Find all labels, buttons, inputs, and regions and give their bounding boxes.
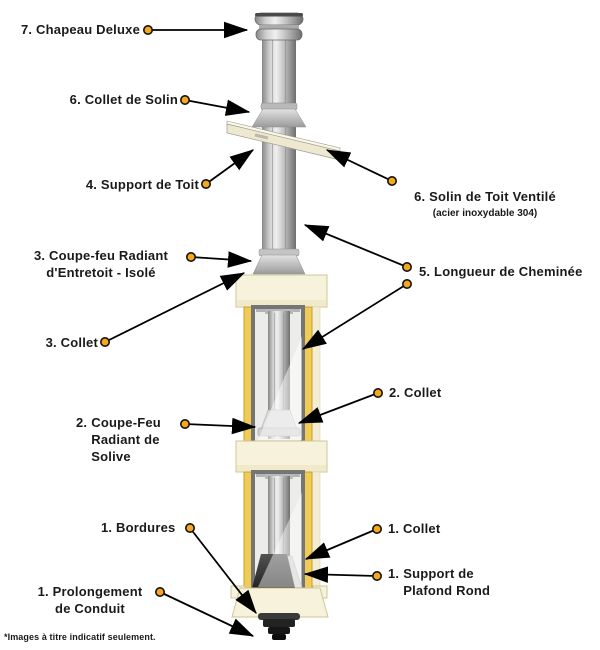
label-dot	[401, 261, 412, 272]
label-dot	[143, 24, 154, 35]
label-dot	[155, 586, 166, 597]
leader-lines	[104, 21, 408, 637]
label-collet-2: 2. Collet	[389, 385, 442, 400]
label-dot	[371, 570, 382, 581]
label-dot	[372, 387, 383, 398]
label-dot	[100, 336, 111, 347]
label-longueur-de-cheminee: 5. Longueur de Cheminée	[419, 264, 583, 279]
label-support-plafond-rond: 1. Support de Plafond Rond	[388, 566, 490, 600]
label-coupe-feu-entretoit: 3. Coupe-feu Radiant d'Entretoit - Isolé	[33, 248, 168, 280]
attic-radiation-firestop	[235, 248, 328, 308]
label-prolongement-de-conduit: 1. Prolongement de Conduit	[37, 584, 143, 616]
leader-line-collet-solin	[184, 99, 251, 116]
leader-line-longueur-bottom	[301, 283, 408, 350]
label-solin-de-toit-ventile: 6. Solin de Toit Ventilé (acier inoxydab…	[400, 172, 570, 237]
label-collet-1: 1. Collet	[388, 521, 441, 536]
storm-collar-icon	[251, 102, 307, 128]
label-dot	[371, 523, 382, 534]
label-coupe-feu-solive-text: Coupe-Feu Radiant de Solive	[91, 415, 161, 464]
label-collet-3: 3. Collet	[45, 335, 98, 350]
label-dot	[185, 522, 196, 533]
wall-section-upper	[243, 305, 321, 445]
label-coupe-feu-solive: 2. Coupe-Feu Radiant de Solive	[76, 415, 161, 466]
leader-line-support-toit	[205, 149, 255, 185]
label-support-plafond-text: Support de Plafond Rond	[403, 566, 491, 598]
label-dot	[201, 179, 212, 190]
flue-extension-stub	[258, 613, 300, 640]
wall-section-lower	[243, 470, 321, 592]
label-dot	[186, 252, 197, 263]
footnote-disclaimer: *Images à titre indicatif seulement.	[4, 632, 156, 642]
leader-line-solin	[325, 149, 393, 182]
leader-line-support-plafond	[303, 566, 378, 583]
label-dot	[386, 176, 397, 187]
leader-line-collet2	[297, 392, 379, 424]
joist-radiation-firestop	[235, 440, 328, 473]
label-support-de-toit: 4. Support de Toit	[85, 177, 199, 192]
label-solin-main: 6. Solin de Toit Ventilé	[414, 188, 556, 204]
label-bordures: 1. Bordures	[101, 520, 176, 535]
label-dots	[100, 24, 412, 597]
label-chapeau-deluxe: 7. Chapeau Deluxe	[21, 22, 140, 37]
label-solin-subtext: (acier inoxydable 304)	[432, 207, 538, 219]
leader-line-collet3	[104, 272, 246, 343]
label-support-plafond-number: 1.	[388, 566, 400, 581]
ceiling-support-icon	[230, 585, 329, 618]
label-dot	[180, 418, 191, 429]
label-coupe-feu-solive-number: 2.	[76, 415, 88, 430]
label-collet-de-solin: 6. Collet de Solin	[69, 92, 178, 107]
label-dot	[180, 95, 191, 106]
leader-line-coupe-entretoit	[190, 251, 253, 268]
label-dot	[401, 278, 412, 289]
leader-line-prolongement	[159, 591, 255, 637]
leader-line-bordures	[189, 527, 257, 614]
leader-line-coupe-solive	[184, 417, 257, 435]
leader-line-collet1	[304, 528, 378, 560]
chimney-cap-icon	[254, 12, 304, 41]
leader-line-longueur-top	[303, 224, 408, 268]
